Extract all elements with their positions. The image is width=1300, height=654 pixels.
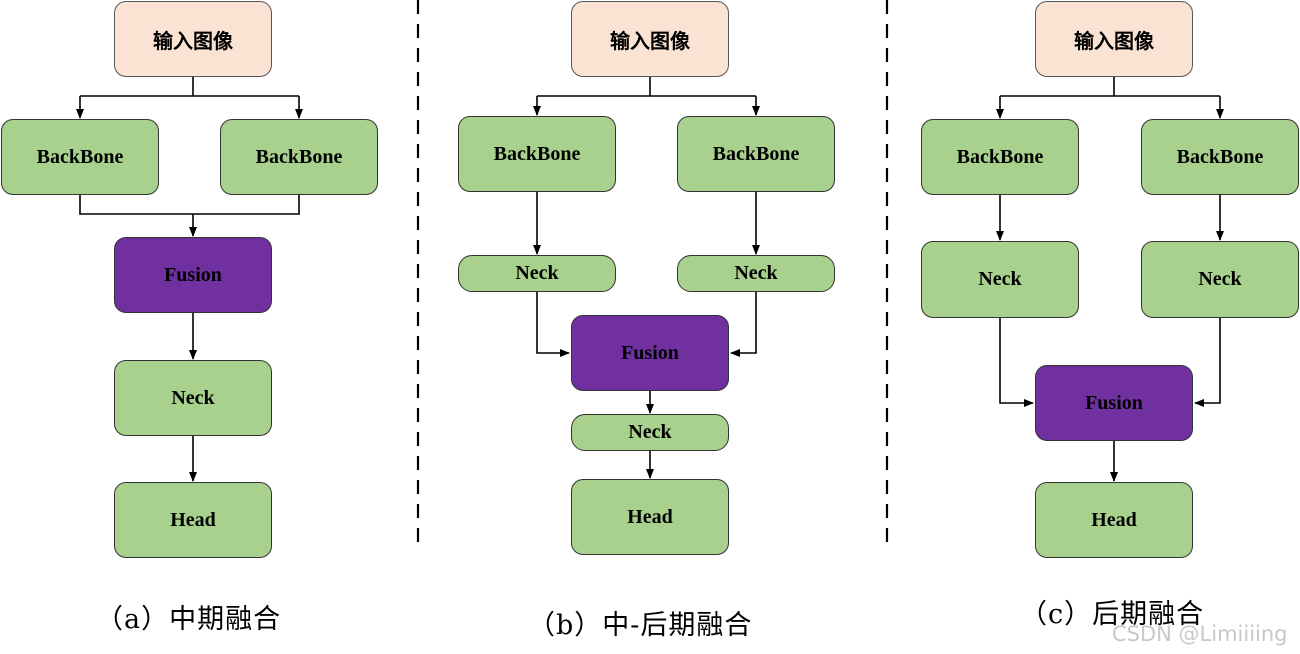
backbone-node-right: BackBone (1141, 119, 1299, 195)
neck-node-right: Neck (1141, 241, 1299, 318)
backbone-node-left: BackBone (1, 119, 159, 195)
head-node: Head (571, 479, 729, 555)
input-image-node: 输入图像 (114, 1, 272, 77)
caption-b: （b）中-后期融合 (528, 610, 753, 641)
input-image-node: 输入图像 (1035, 1, 1193, 77)
fusion-node: Fusion (114, 237, 272, 313)
head-node: Head (1035, 482, 1193, 558)
neck-node: Neck (571, 414, 729, 451)
input-image-node: 输入图像 (571, 1, 729, 77)
caption-a: （a）中期融合 (96, 604, 282, 635)
neck-node-left: Neck (458, 255, 616, 292)
neck-node-right: Neck (677, 255, 835, 292)
backbone-node-left: BackBone (458, 116, 616, 192)
caption-c: （c）后期融合 (1020, 599, 1205, 630)
fusion-node: Fusion (1035, 365, 1193, 441)
arrow (730, 292, 757, 357)
head-node: Head (114, 482, 272, 558)
backbone-node-left: BackBone (921, 119, 1079, 195)
fusion-node: Fusion (571, 315, 729, 391)
arrow (999, 318, 1034, 407)
watermark: CSDN @Limiiiing (1112, 622, 1288, 646)
arrow (536, 292, 570, 357)
neck-node-left: Neck (921, 241, 1079, 318)
arrow (1194, 318, 1221, 407)
backbone-node-right: BackBone (220, 119, 378, 195)
backbone-node-right: BackBone (677, 116, 835, 192)
neck-node: Neck (114, 360, 272, 436)
